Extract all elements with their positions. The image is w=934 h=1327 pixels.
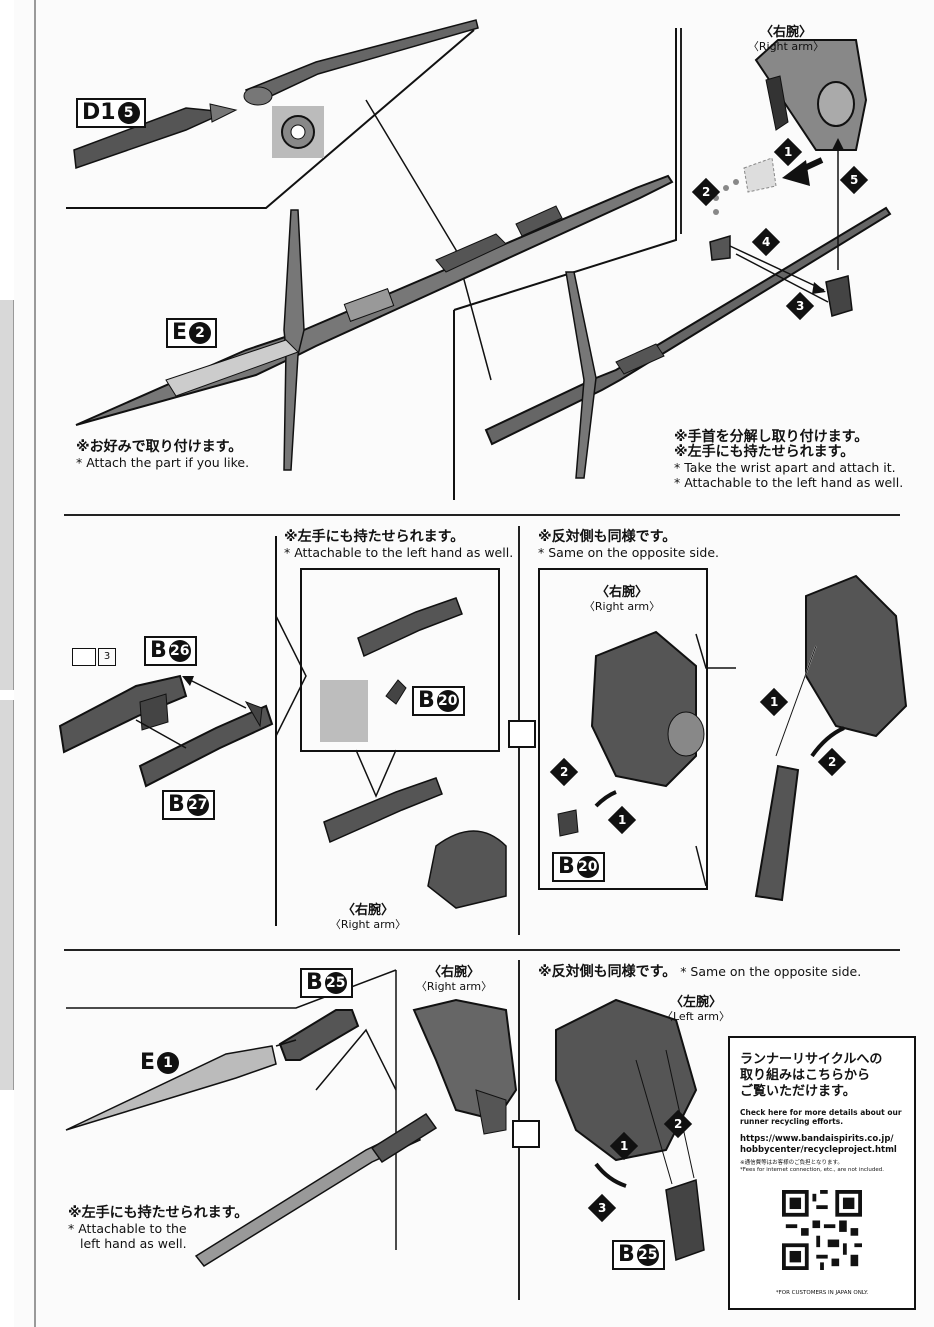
section3-illustration: [65, 969, 705, 1267]
recycle-url-line[interactable]: https://www.bandaispirits.co.jp/: [740, 1134, 894, 1144]
section1-illustration: [66, 19, 892, 500]
note-en: * Same on the opposite side.: [680, 964, 862, 979]
part-letter: B: [150, 638, 167, 663]
right-arm-label: 〈右腕〉 〈Right arm〉: [580, 586, 664, 614]
recycle-info-box: ランナーリサイクルへの 取り組みはこちらから ご覧いただけます。 Check h…: [728, 1036, 916, 1310]
part-letter: B: [618, 1242, 635, 1267]
part-number: 5: [117, 102, 140, 124]
note-left-hand: ※左手にも持たせられます。 * Attachable to the left h…: [284, 529, 514, 561]
note-en: * Same on the opposite side.: [538, 545, 719, 560]
note-jp: ※左手にも持たせられます。: [68, 1205, 249, 1221]
arm-label-jp: 〈右腕〉: [427, 965, 480, 980]
fee-note-jp: ※通信費等はお客様のご負担となります。: [740, 1160, 843, 1166]
section2-illustration: [58, 536, 908, 926]
adjacent-page-segment: [0, 700, 14, 1090]
part-letter: B: [306, 970, 323, 995]
right-arm-label: 〈右腕〉 〈Right arm〉: [326, 904, 410, 932]
note-opposite-side: ※反対側も同様です。 * Same on the opposite side.: [538, 964, 861, 980]
fee-note-en: *Fees for internet connection, etc., are…: [740, 1167, 884, 1173]
note-jp: ※手首を分解し取り付けます。: [674, 429, 869, 445]
recycle-title-line: ランナーリサイクルへの: [740, 1052, 883, 1067]
arm-label-en: 〈Right arm〉: [415, 980, 493, 993]
part-number: 25: [636, 1244, 659, 1266]
part-number: 20: [576, 856, 599, 878]
note-jp: ※左手にも持たせられます。: [284, 529, 465, 545]
part-number: 25: [324, 972, 347, 994]
note-jp: ※お好みで取り付けます。: [76, 439, 243, 455]
note-en: * Attach the part if you like.: [76, 455, 250, 470]
part-number: 26: [168, 640, 191, 662]
column-divider: [680, 28, 682, 234]
arm-label-en: 〈Left arm〉: [662, 1010, 730, 1023]
part-highlight: [320, 680, 368, 742]
part-number: 1: [157, 1052, 180, 1074]
arm-label-en: 〈Right arm〉: [329, 918, 407, 931]
adjacent-page-segment: [0, 300, 14, 690]
note-en: * Attachable to the left hand as well.: [674, 475, 904, 490]
part-letter: E: [140, 1050, 156, 1075]
page-gutter: [34, 0, 36, 1327]
part-letter: D1: [82, 100, 116, 125]
note-jp: ※左手にも持たせられます。: [674, 444, 855, 460]
flip-side-icon: [512, 1120, 540, 1148]
part-letter: B: [558, 854, 575, 879]
note-wrist: ※手首を分解し取り付けます。 ※左手にも持たせられます。 * Take the …: [674, 429, 904, 491]
flip-side-icon: [508, 720, 536, 748]
sticker-icon: [72, 648, 96, 666]
arm-label-jp: 〈左腕〉: [669, 995, 722, 1010]
recycle-title: ランナーリサイクルへの 取り組みはこちらから ご覧いただけます。: [740, 1052, 882, 1100]
part-number: 2: [189, 322, 212, 344]
arm-label-en: 〈Right arm〉: [747, 40, 825, 53]
recycle-title-line: 取り組みはこちらから: [740, 1068, 871, 1083]
arm-label-en: 〈Right arm〉: [583, 600, 661, 613]
recycle-url[interactable]: https://www.bandaispirits.co.jp/ hobbyce…: [740, 1134, 897, 1156]
right-arm-label: 〈右腕〉 〈Right arm〉: [746, 26, 826, 54]
note-en: left hand as well.: [80, 1236, 187, 1251]
recycle-url-line[interactable]: hobbycenter/recycleproject.html: [740, 1145, 897, 1155]
qr-code-icon[interactable]: [782, 1190, 862, 1270]
inset-box: [538, 568, 708, 890]
section-divider: [64, 514, 900, 516]
inset-box: [300, 568, 500, 752]
note-en: * Take the wrist apart and attach it.: [674, 460, 896, 475]
left-arm-label: 〈左腕〉 〈Left arm〉: [656, 996, 736, 1024]
recycle-footer: *FOR CUSTOMERS IN JAPAN ONLY.: [775, 1290, 869, 1296]
note-opposite-side: ※反対側も同様です。 * Same on the opposite side.: [538, 529, 719, 561]
sticker-number: 3: [98, 648, 116, 666]
recycle-fee-note: ※通信費等はお客様のご負担となります。 *Fees for internet c…: [740, 1160, 905, 1174]
note-attach-optional: ※お好みで取り付けます。 * Attach the part if you li…: [76, 439, 250, 471]
arm-label-jp: 〈右腕〉: [595, 585, 648, 600]
recycle-subtitle: Check here for more details about our ru…: [740, 1108, 902, 1126]
part-number: 27: [186, 794, 209, 816]
arm-label-jp: 〈右腕〉: [759, 25, 812, 40]
adjacent-page-strip: [0, 0, 14, 1327]
note-en: * Attachable to the left hand as well.: [284, 545, 514, 560]
part-letter: E: [172, 320, 188, 345]
part-number: 20: [436, 690, 459, 712]
part-letter: B: [168, 792, 185, 817]
note-jp: ※反対側も同様です。: [538, 964, 677, 980]
right-arm-label: 〈右腕〉 〈Right arm〉: [412, 966, 496, 994]
note-left-hand: ※左手にも持たせられます。 * Attachable to the left h…: [68, 1205, 249, 1252]
part-letter: B: [418, 688, 435, 713]
note-jp: ※反対側も同様です。: [538, 529, 677, 545]
section-divider: [64, 949, 900, 951]
arm-label-jp: 〈右腕〉: [341, 903, 394, 918]
recycle-title-line: ご覧いただけます。: [740, 1084, 856, 1099]
note-en: * Attachable to the: [68, 1221, 187, 1236]
